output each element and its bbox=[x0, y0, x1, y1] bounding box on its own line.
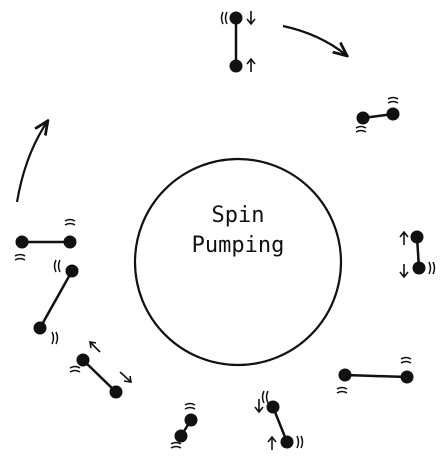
arrow-up-icon bbox=[400, 232, 408, 245]
arrow-up-icon bbox=[268, 437, 276, 450]
arrow-down-icon bbox=[120, 372, 131, 382]
center-label-line2: Pumping bbox=[192, 233, 285, 258]
center-label-line1: Spin bbox=[212, 203, 265, 228]
molecule-lower-left-diagonal bbox=[70, 342, 131, 398]
molecule-left-diagonal bbox=[34, 260, 78, 344]
curved-arrow-icon bbox=[17, 122, 47, 202]
curved-arrow-icon bbox=[283, 26, 346, 55]
center-circle: Spin Pumping bbox=[135, 159, 341, 365]
molecule-bottom bbox=[255, 391, 303, 450]
wave-marks-icon bbox=[222, 12, 228, 24]
wave-marks-icon bbox=[429, 262, 435, 274]
arrow-down-icon bbox=[247, 11, 255, 24]
molecule-lower-right bbox=[337, 358, 413, 394]
molecule-upper-right bbox=[356, 98, 399, 133]
arrow-up-icon bbox=[247, 59, 255, 72]
arrow-up-icon bbox=[90, 342, 100, 352]
molecule-top bbox=[222, 11, 256, 72]
molecule-bottom-left-small bbox=[171, 404, 197, 449]
wave-marks-icon bbox=[70, 367, 80, 373]
arrow-down-icon bbox=[255, 399, 263, 412]
arrow-down-icon bbox=[400, 264, 408, 277]
molecule-right bbox=[400, 231, 435, 277]
molecule-left-horizontal bbox=[15, 220, 76, 261]
